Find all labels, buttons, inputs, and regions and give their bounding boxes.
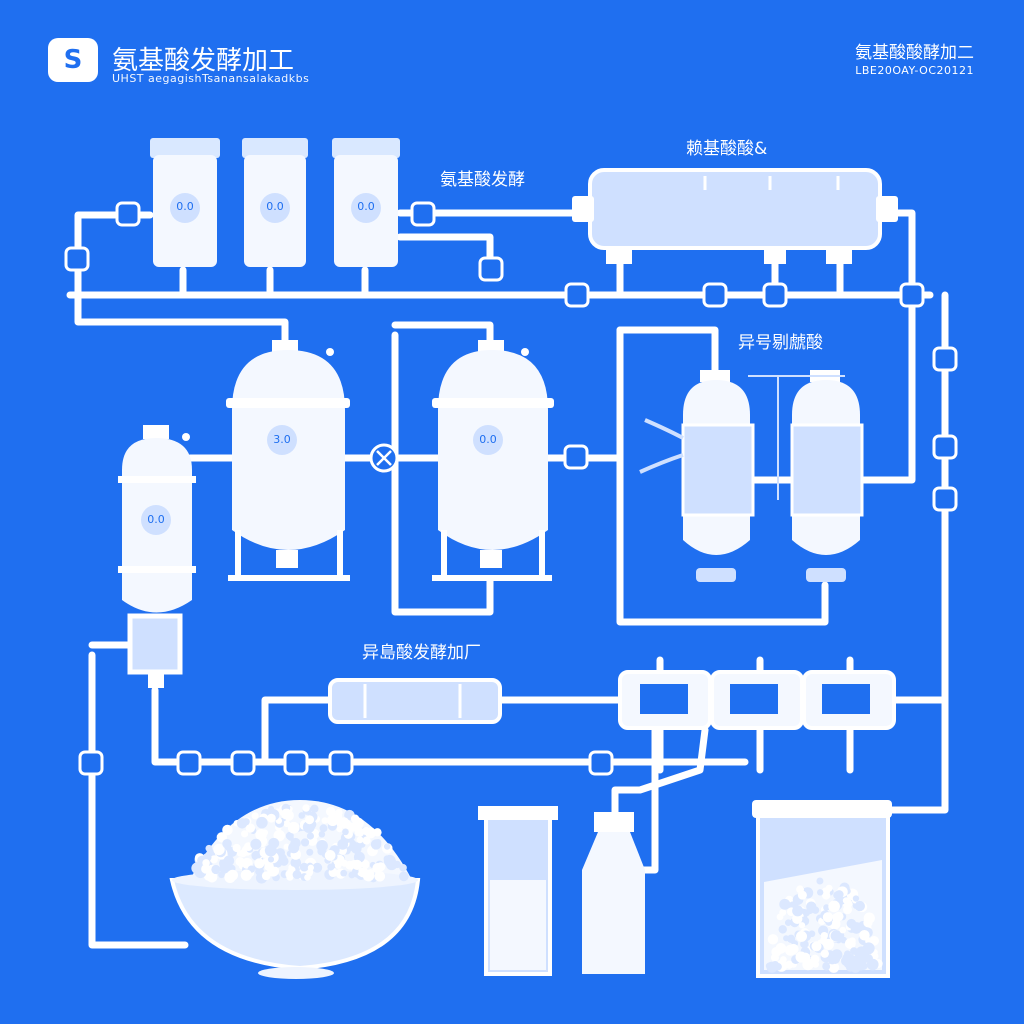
separation-column <box>118 425 196 688</box>
valve-icon <box>478 256 504 282</box>
valve-icon <box>115 201 141 227</box>
valve-icon <box>78 750 104 776</box>
sample-tube <box>478 806 558 976</box>
valve-group <box>64 201 958 776</box>
valve-icon <box>899 282 925 308</box>
valve-icon <box>932 486 958 512</box>
valve-icon <box>410 201 436 227</box>
valve-icon <box>588 750 614 776</box>
valve-icon <box>328 750 354 776</box>
isomer-unit-label: 异号剔虤酸 <box>738 333 823 353</box>
small-tank-2 <box>242 138 308 267</box>
crystal-pile <box>191 803 409 884</box>
valve-icon <box>563 444 589 470</box>
tank-2-readout: 0.0 <box>266 200 284 213</box>
heat-exchanger <box>572 168 898 264</box>
page-title: 氨基酸发酵加工 <box>112 46 295 76</box>
process-line-label: 异島酸发酵加厂 <box>362 643 481 663</box>
fermentation-label: 氨基酸发酵 <box>440 170 525 190</box>
column-readout: 0.0 <box>147 513 165 526</box>
membrane-modules <box>618 670 896 730</box>
cross-valve-mark <box>376 450 392 466</box>
small-tank-1 <box>150 138 220 267</box>
tank-1-readout: 0.0 <box>176 200 194 213</box>
thin-connectors <box>748 375 845 500</box>
fermenter-2-readout: 0.0 <box>479 433 497 446</box>
valve-icon <box>176 750 202 776</box>
tank-3-readout: 0.0 <box>357 200 375 213</box>
valve-icon <box>230 750 256 776</box>
page-subtitle: UHST aegagishTsanansalakadkbs <box>112 72 310 85</box>
valve-icon <box>564 282 590 308</box>
twin-column-left <box>681 370 755 582</box>
container-crystals <box>765 877 883 973</box>
valve-icon <box>932 346 958 372</box>
valve-icon <box>702 282 728 308</box>
product-bottle <box>582 812 645 974</box>
fermenter-1 <box>226 340 350 581</box>
header-right-title: 氨基酸酸酵加二 <box>855 43 974 63</box>
filter-cartridge <box>328 678 502 724</box>
valve-icon <box>762 282 788 308</box>
app-logo: S <box>48 38 98 82</box>
small-tank-3 <box>332 138 400 267</box>
spray-lines <box>639 418 684 474</box>
header-right-subtitle: LBE20OAY-OC20121 <box>855 64 974 77</box>
valve-icon <box>932 434 958 460</box>
fermenter-1-readout: 3.0 <box>273 433 291 446</box>
fermenter-2 <box>432 340 554 581</box>
logo-letter: S <box>63 45 83 75</box>
valve-icon <box>64 246 90 272</box>
heat-exchanger-label: 赖基酸酸& <box>686 139 768 159</box>
valve-icon <box>283 750 309 776</box>
twin-column-right <box>790 370 864 582</box>
